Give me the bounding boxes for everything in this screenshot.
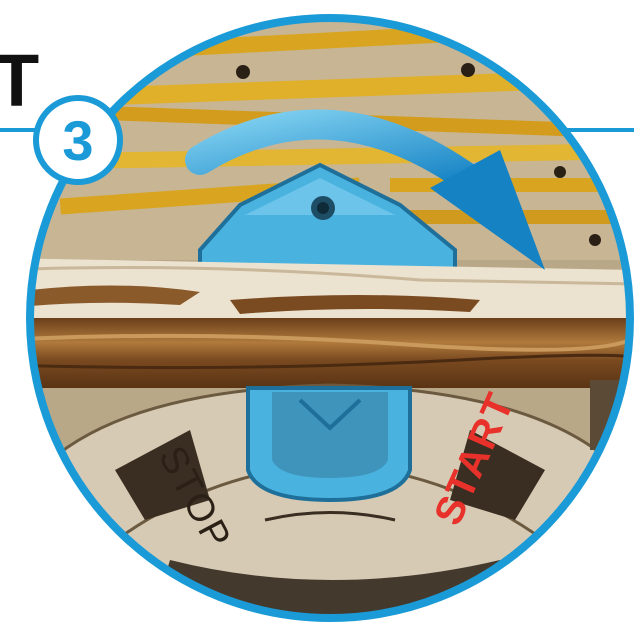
step-badge: 3 (36, 98, 120, 182)
step-number: 3 (62, 109, 93, 172)
lever-lower-part (248, 388, 410, 500)
